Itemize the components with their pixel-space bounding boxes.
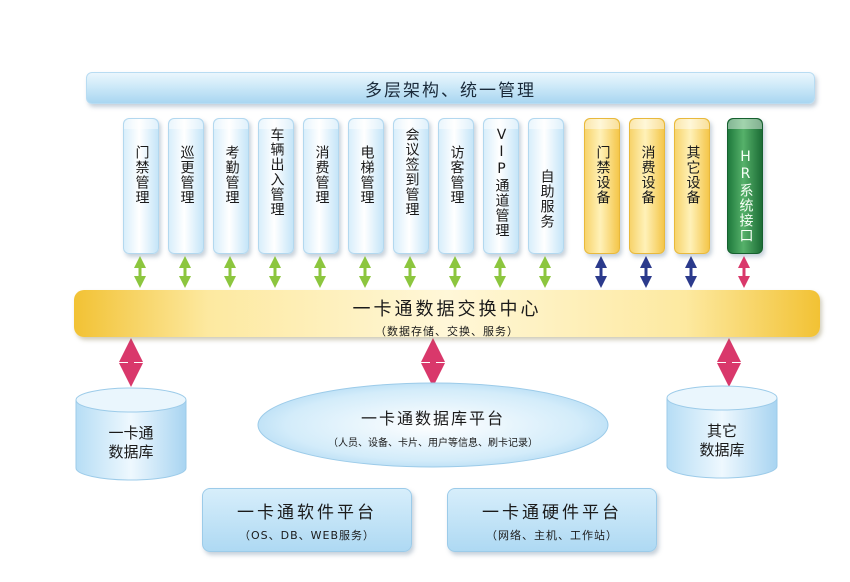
central-db-title: 一卡通数据库平台 — [360, 409, 505, 428]
central-database-ellipse — [257, 382, 609, 468]
module-label: 消费设备 — [639, 145, 656, 205]
hardware-platform-title: 一卡通硬件平台 — [482, 503, 622, 523]
module-patrol: 巡更管理 — [168, 118, 204, 254]
module-label: 车辆出入管理 — [268, 127, 285, 217]
exchange-title: 一卡通数据交换中心 — [352, 299, 542, 320]
module-meeting-checkin: 会议签到管理 — [393, 118, 429, 254]
module-label: 访客管理 — [448, 145, 465, 205]
module-other-device: 其它设备 — [674, 118, 710, 254]
right-db-line1: 其它 — [706, 422, 737, 440]
database-arrows — [119, 338, 741, 387]
left-database-cylinder-icon — [75, 387, 187, 481]
module-label: VIP通道管理 — [493, 127, 510, 238]
module-consumption: 消费管理 — [303, 118, 339, 254]
module-label: 自助服务 — [538, 169, 555, 229]
module-label: 巡更管理 — [178, 145, 195, 205]
module-label: 门禁管理 — [133, 145, 150, 205]
software-platform-title: 一卡通软件平台 — [237, 503, 377, 523]
hardware-platform: 一卡通硬件平台 （网络、主机、工作站） — [447, 488, 657, 552]
exchange-subtitle: （数据存储、交换、服务） — [375, 325, 519, 338]
module-label: 门禁设备 — [594, 145, 611, 205]
module-self-service: 自助服务 — [528, 118, 564, 254]
module-access-control: 门禁管理 — [123, 118, 159, 254]
left-db-line2: 数据库 — [108, 443, 154, 461]
right-database-label: 其它 数据库 — [667, 422, 777, 460]
central-database-label: 一卡通数据库平台 （人员、设备、卡片、用户等信息、刷卡记录） — [258, 405, 608, 449]
module-hr-interface: HR系统接口 — [727, 118, 763, 254]
module-label: 电梯管理 — [358, 145, 375, 205]
software-platform-subtitle: （OS、DB、WEB服务） — [238, 529, 376, 542]
architecture-banner: 多层架构、统一管理 — [86, 72, 815, 104]
software-platform: 一卡通软件平台 （OS、DB、WEB服务） — [202, 488, 412, 552]
module-label: 考勤管理 — [223, 145, 240, 205]
module-access-device: 门禁设备 — [584, 118, 620, 254]
data-exchange-center: 一卡通数据交换中心 （数据存储、交换、服务） — [74, 290, 820, 338]
module-visitor: 访客管理 — [438, 118, 474, 254]
module-arrows — [134, 256, 750, 288]
module-label: 其它设备 — [684, 145, 701, 205]
module-consumption-device: 消费设备 — [629, 118, 665, 254]
left-db-line1: 一卡通 — [108, 424, 154, 442]
module-elevator: 电梯管理 — [348, 118, 384, 254]
module-vip-channel: VIP通道管理 — [483, 118, 519, 254]
banner-title: 多层架构、统一管理 — [365, 80, 536, 101]
right-database-cylinder-icon — [666, 385, 778, 479]
module-label: 会议签到管理 — [403, 127, 420, 217]
module-label: 消费管理 — [313, 145, 330, 205]
central-db-subtitle: （人员、设备、卡片、用户等信息、刷卡记录） — [328, 438, 538, 449]
module-vehicle: 车辆出入管理 — [258, 118, 294, 254]
right-db-line2: 数据库 — [699, 441, 745, 459]
module-label: HR系统接口 — [737, 149, 754, 243]
hardware-platform-subtitle: （网络、主机、工作站） — [486, 529, 618, 542]
module-attendance: 考勤管理 — [213, 118, 249, 254]
left-database-label: 一卡通 数据库 — [76, 424, 186, 462]
